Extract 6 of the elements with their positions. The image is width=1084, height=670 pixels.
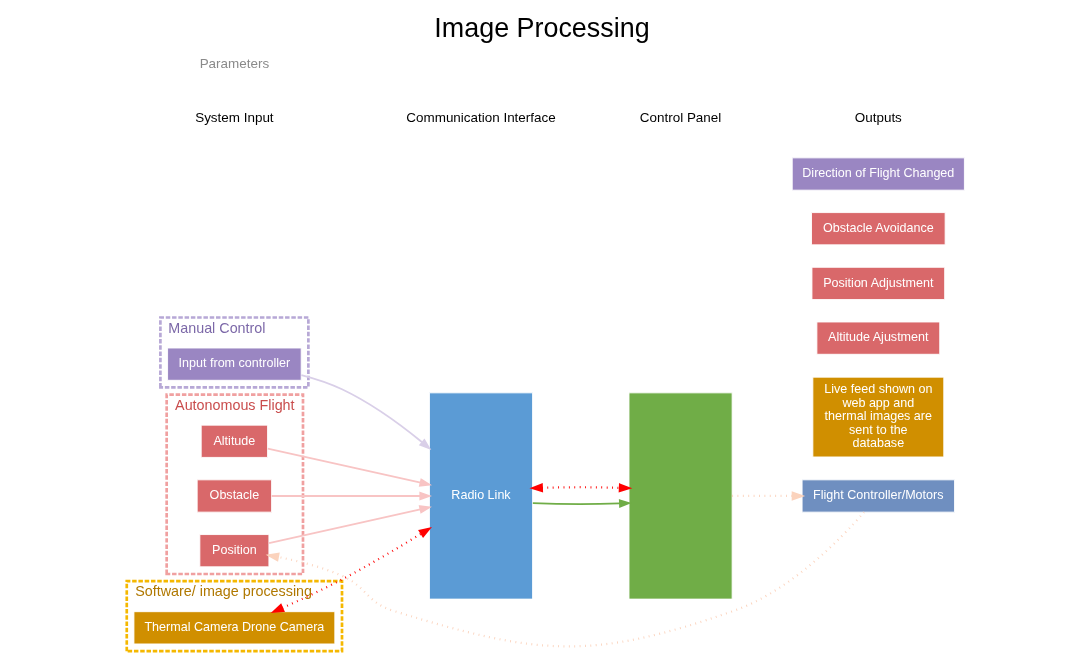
diagram-title: Image Processing — [434, 12, 650, 43]
label: Control Panel — [639, 110, 722, 126]
label: Parameters — [199, 55, 270, 71]
label: Outputs — [854, 110, 902, 126]
label: Communication Interface — [406, 110, 556, 126]
label: System Input — [195, 110, 274, 126]
